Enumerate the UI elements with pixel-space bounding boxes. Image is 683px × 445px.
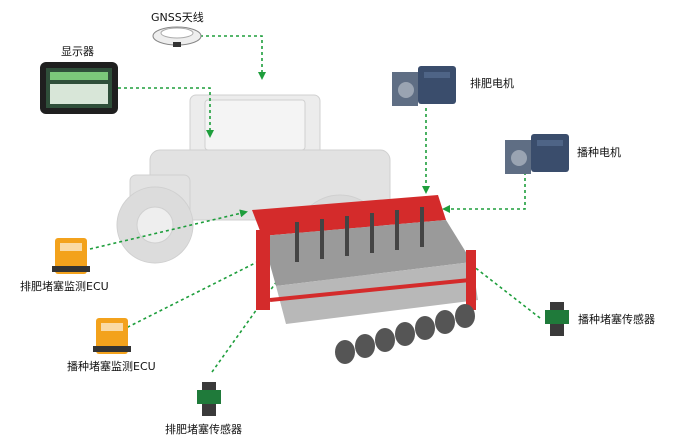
fertilizer-block-sensor-label: 排肥堵塞传感器: [165, 423, 242, 436]
connector-seeding-motor: [442, 172, 526, 213]
connector-display: [118, 87, 214, 138]
fertilizer-block-sensor-icon: [197, 382, 221, 416]
seeding-ecu-label: 播种堵塞监测ECU: [67, 360, 156, 373]
connector-gnss: [200, 35, 266, 80]
display-icon: [40, 62, 118, 114]
seeding-motor-label: 播种电机: [577, 146, 621, 159]
fertilizer-ecu-label: 排肥堵塞监测ECU: [20, 280, 109, 293]
connector-lines: [89, 35, 541, 373]
connector-fertilizer-ecu: [89, 209, 248, 250]
fertilizer-ecu-icon: [52, 238, 90, 274]
display-label: 显示器: [61, 45, 94, 58]
seeding-block-sensor-icon: [545, 302, 569, 336]
fertilizer-motor-label: 排肥电机: [470, 77, 514, 90]
planter-illustration: [252, 195, 478, 364]
fertilizer-motor-icon: [392, 66, 456, 106]
seeding-ecu-icon: [93, 318, 131, 354]
seeding-block-sensor-label: 播种堵塞传感器: [578, 313, 655, 326]
gnss-antenna-icon: [152, 26, 202, 47]
seeding-motor-icon: [505, 134, 569, 174]
gnss-antenna-label: GNSS天线: [151, 11, 204, 24]
